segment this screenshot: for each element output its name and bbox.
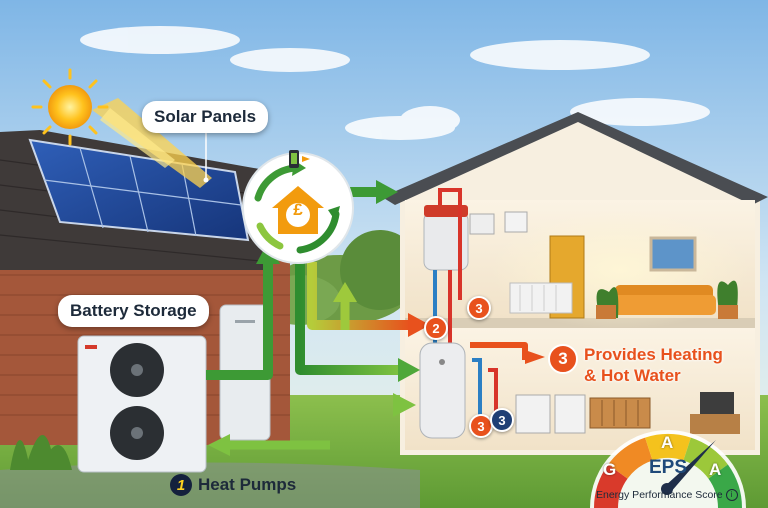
callout-step-badge: 3 bbox=[548, 344, 578, 374]
step-three-blue-badge: 3 bbox=[490, 408, 514, 432]
eps-needle bbox=[661, 440, 716, 495]
gauge-letter-g: G bbox=[603, 460, 617, 479]
callout-line-1: Provides Heating bbox=[584, 345, 723, 364]
info-icon: i bbox=[725, 489, 738, 502]
step-two-badge: 2 bbox=[424, 316, 448, 340]
pound-house-icon bbox=[272, 186, 324, 234]
eps-label: EPS bbox=[649, 457, 688, 478]
phone-icon bbox=[289, 150, 310, 168]
gauge-segment bbox=[608, 437, 653, 479]
gauge-letter-a-right: A bbox=[709, 460, 722, 479]
gauge-letter-a-top: A bbox=[661, 433, 674, 452]
solar-panels-label: Solar Panels bbox=[142, 101, 269, 133]
eps-gauge-segments bbox=[594, 434, 742, 508]
gauge-segment bbox=[683, 437, 728, 479]
gauge-segment bbox=[645, 434, 691, 461]
heating-callout: 3 Provides Heating & Hot Water bbox=[548, 344, 723, 386]
smart-energy-hub bbox=[242, 150, 354, 264]
cutaway-house bbox=[382, 112, 768, 455]
heat-pumps-text: Heat Pumps bbox=[198, 475, 297, 494]
pound-symbol: £ bbox=[293, 200, 303, 219]
callout-text: Provides Heating & Hot Water bbox=[584, 344, 723, 386]
patio bbox=[0, 462, 420, 508]
sun-rays bbox=[92, 98, 212, 188]
heat-pumps-label: 1 Heat Pumps bbox=[170, 474, 296, 496]
step-three-upper-badge: 3 bbox=[467, 296, 491, 320]
step-one-badge: 1 bbox=[170, 474, 192, 496]
left-house bbox=[0, 98, 290, 473]
callout-line-2: & Hot Water bbox=[584, 366, 681, 385]
eps-caption: Energy Performance Score i bbox=[596, 489, 738, 502]
gauge-segment bbox=[594, 464, 628, 508]
sun-icon bbox=[31, 68, 109, 146]
garden-plants bbox=[10, 435, 72, 470]
energy-flows bbox=[206, 180, 545, 456]
eps-caption-text: Energy Performance Score bbox=[596, 489, 723, 501]
heat-pump-unit bbox=[77, 335, 207, 473]
battery-storage-label: Battery Storage bbox=[58, 295, 209, 327]
clouds bbox=[80, 26, 710, 140]
